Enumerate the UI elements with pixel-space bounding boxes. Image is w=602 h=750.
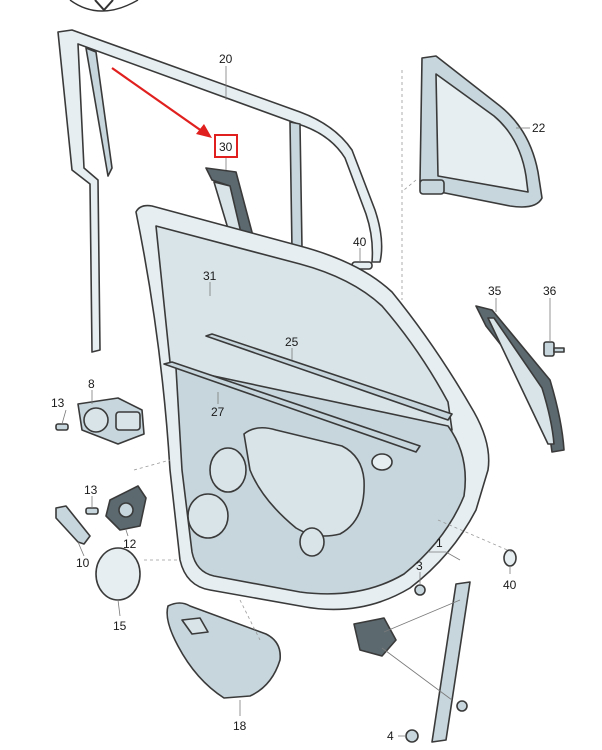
- crank-mechanism-12[interactable]: [105, 485, 147, 531]
- label-part-12: 12: [123, 537, 137, 551]
- label-part-31: 31: [203, 269, 217, 283]
- label-part-36: 36: [543, 284, 557, 298]
- door-shell: [135, 204, 490, 611]
- label-part-20: 20: [219, 52, 233, 66]
- highlight-arrow: [111, 67, 212, 138]
- screw-13-lower[interactable]: [85, 507, 99, 515]
- label-part-13-upper: 13: [51, 396, 65, 410]
- outer-seal-25[interactable]: [205, 333, 453, 421]
- label-part-25: 25: [285, 335, 299, 349]
- label-part-27: 27: [211, 405, 225, 419]
- trim-strip-35[interactable]: [475, 305, 565, 453]
- nut-4[interactable]: [405, 729, 419, 743]
- label-part-3: 3: [416, 559, 423, 573]
- label-part-8: 8: [88, 377, 95, 391]
- nut-3[interactable]: [414, 584, 426, 596]
- quarter-window-frame-22[interactable]: [419, 55, 543, 208]
- dashed-guide-lines: [133, 70, 513, 641]
- highlight-box: [214, 134, 238, 158]
- label-part-35: 35: [488, 284, 502, 298]
- label-part-15: 15: [113, 619, 127, 633]
- label-part-1: 1: [436, 536, 443, 550]
- trim-panel-18[interactable]: [166, 602, 282, 699]
- label-part-30: 30: [219, 140, 233, 154]
- plug-40-lower[interactable]: [503, 549, 517, 567]
- leader-lines: [61, 66, 551, 737]
- label-part-22: 22: [532, 121, 546, 135]
- screw-36[interactable]: [543, 341, 565, 357]
- crank-handle-10[interactable]: [55, 505, 91, 545]
- window-regulator-1[interactable]: [353, 581, 471, 743]
- label-part-13-lower: 13: [84, 483, 98, 497]
- label-part-4: 4: [387, 729, 394, 743]
- logo-fragment: [69, 0, 139, 12]
- label-part-40-top: 40: [353, 235, 367, 249]
- inner-seal-27[interactable]: [163, 361, 421, 453]
- window-motor-8[interactable]: [77, 397, 145, 445]
- round-cover-15[interactable]: [95, 547, 141, 601]
- label-part-18: 18: [233, 719, 247, 733]
- screw-13-upper[interactable]: [55, 423, 69, 431]
- label-part-10: 10: [76, 556, 90, 570]
- label-part-40-lower: 40: [503, 578, 517, 592]
